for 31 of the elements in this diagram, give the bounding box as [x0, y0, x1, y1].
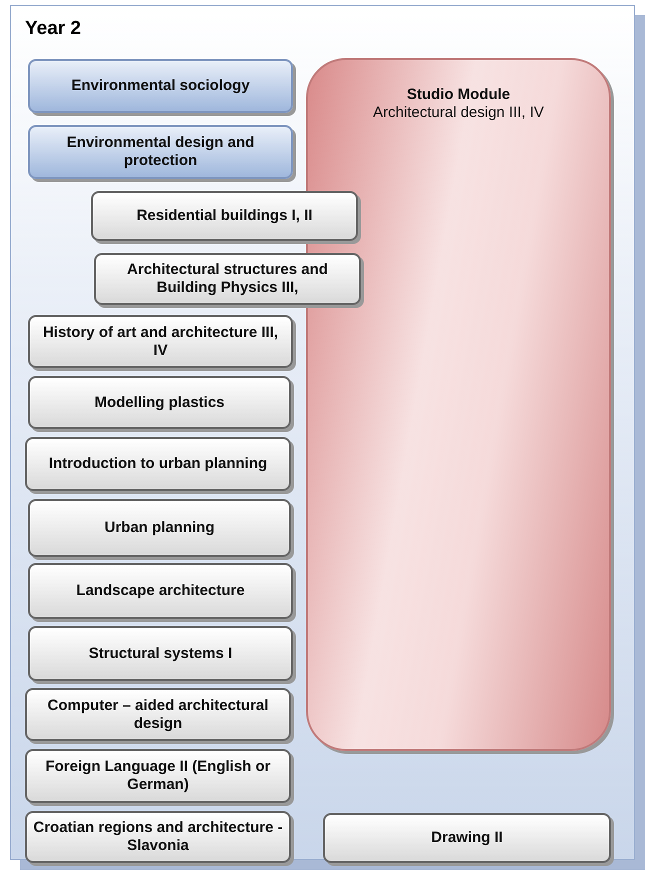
box-title: Introduction to urban planning: [48, 455, 268, 473]
box-title: Residential buildings I, II: [136, 207, 314, 225]
box-title: Environmental design and protection: [66, 134, 256, 170]
course-box: [25, 437, 291, 491]
panel-heading: Year 2: [25, 18, 81, 40]
box-title: Landscape architecture: [75, 582, 246, 600]
course-box: [323, 813, 611, 863]
course-box: [28, 376, 291, 429]
course-box: [28, 499, 291, 557]
course-box: [94, 253, 361, 305]
course-box: [28, 626, 293, 681]
course-box: [25, 688, 291, 741]
box-title: Foreign Language II (English or German): [44, 758, 272, 794]
box-title: Urban planning: [104, 519, 216, 537]
course-box: [25, 749, 291, 803]
box-title: Croatian regions and architecture - Slavonia: [32, 819, 284, 855]
box-title: Structural systems I: [88, 644, 234, 662]
course-box: [28, 125, 293, 179]
course-box: [25, 811, 291, 863]
box-title: Studio Module: [406, 86, 512, 104]
box-title: Environmental sociology: [70, 77, 251, 95]
course-box: [28, 563, 293, 619]
box-title: Computer – aided architectural design: [46, 696, 270, 732]
box-title: Modelling plastics: [93, 394, 226, 412]
course-box: [28, 59, 293, 113]
box-subtitle: Architectural design III, IV: [373, 104, 544, 122]
course-box: [28, 315, 293, 368]
box-title: Architectural structures and Building Physics III,: [126, 261, 329, 297]
box-title: History of art and architecture III, IV: [42, 324, 280, 360]
course-box: [91, 191, 358, 241]
box-title: Drawing II: [430, 829, 504, 847]
